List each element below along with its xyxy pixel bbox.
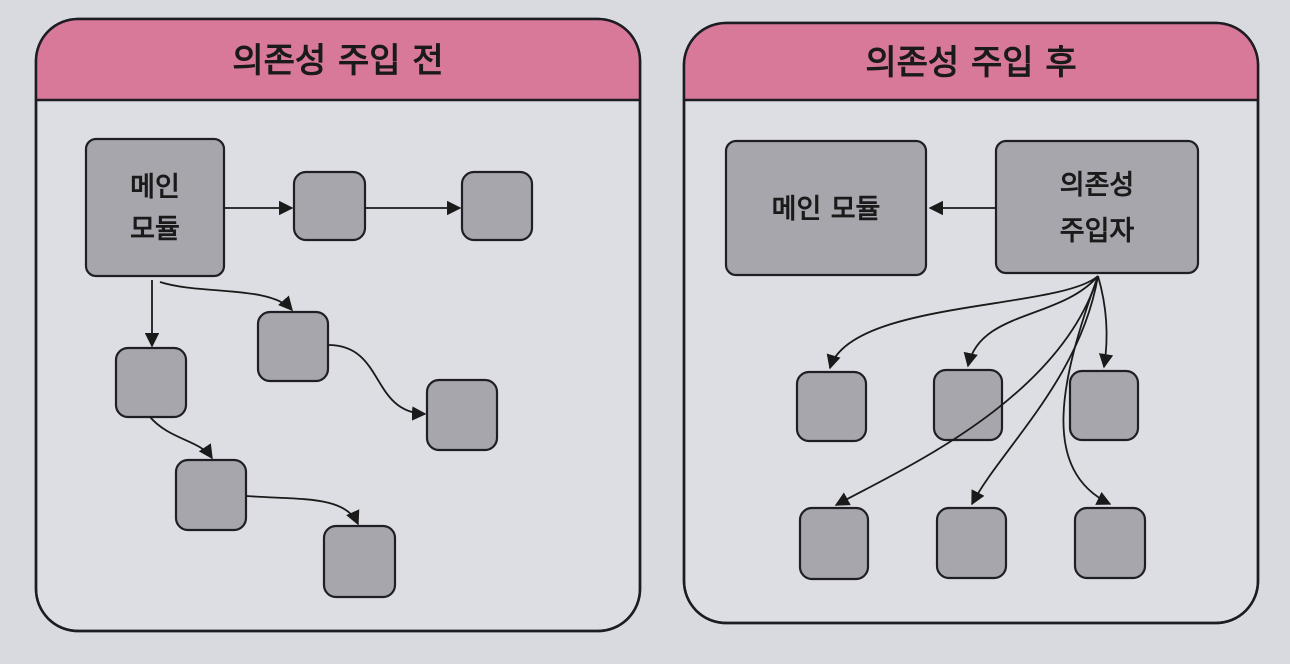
injection-arrows xyxy=(826,200,1114,506)
module-box xyxy=(795,370,868,443)
module-box xyxy=(425,378,499,452)
module-box xyxy=(1073,506,1147,580)
module-box xyxy=(114,346,188,419)
injector-label-line1: 의존성 xyxy=(1060,170,1135,201)
main-module-label-line1: 메인 xyxy=(130,172,180,203)
injector-box xyxy=(994,139,1200,275)
main-module-box xyxy=(724,139,928,277)
panel-header xyxy=(684,23,1258,100)
panel-after-di: 의존성 주입 후 메인 모듈 의존성 주입자 xyxy=(682,21,1260,625)
module-box xyxy=(322,524,397,599)
module-box xyxy=(256,310,330,383)
panel-header xyxy=(36,19,640,100)
module-box xyxy=(460,170,534,242)
dependency-arrows xyxy=(144,200,462,526)
module-box xyxy=(935,506,1008,580)
main-module-label: 메인 모듈 xyxy=(772,194,881,225)
main-module-box xyxy=(84,137,226,278)
panel-title: 의존성 주입 후 xyxy=(865,43,1076,83)
module-box xyxy=(1068,369,1140,442)
main-module-label-line2: 모듈 xyxy=(130,214,180,245)
module-box xyxy=(174,458,248,532)
injector-label-line2: 주입자 xyxy=(1060,216,1135,247)
module-box xyxy=(292,170,367,242)
panel-title: 의존성 주입 전 xyxy=(232,41,443,81)
panel-before-di: 의존성 주입 전 메인 모듈 xyxy=(34,17,642,633)
module-box xyxy=(798,506,870,581)
